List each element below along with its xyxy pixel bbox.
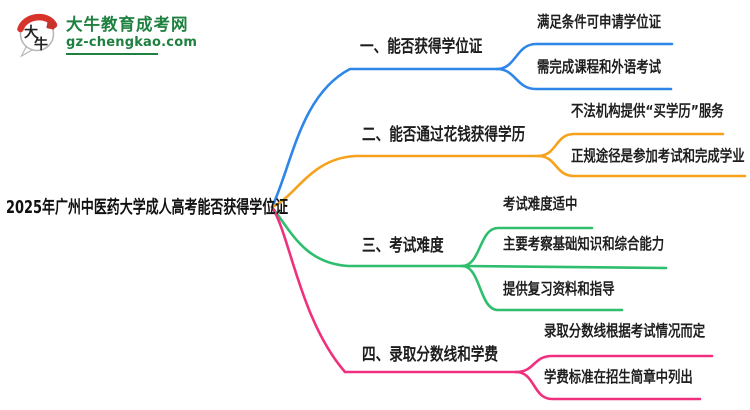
branch-3-child-1-curve <box>460 226 594 268</box>
branch-2-curve <box>270 154 540 209</box>
site-logo: 大 牛 大牛教育成考网 gz-chengkao.com <box>16 8 197 60</box>
branch-4-child-1: 录取分数线根据考试情况而定 <box>544 322 706 340</box>
branch-2-child-2: 正规途径是参加考试和完成学业 <box>571 147 745 165</box>
svg-text:大: 大 <box>24 24 38 41</box>
branch-1-title: 一、能否获得学位证 <box>360 37 483 57</box>
branch-3-child-2: 主要考察基础知识和综合能力 <box>503 235 665 253</box>
branch-4-child-2-curve <box>514 370 702 401</box>
danniu-bull-badge-icon: 大 牛 <box>17 14 58 58</box>
branch-3-child-3: 提供复习资料和指导 <box>503 280 615 298</box>
mindmap-root-node: 2025年广州中医药大学成人高考能否获得学位证 <box>6 198 289 218</box>
logo-underline-divider <box>66 52 158 55</box>
branch-3-child-2-curve <box>460 264 668 270</box>
branch-3-title: 三、考试难度 <box>362 236 444 256</box>
branch-4-curve <box>270 205 518 374</box>
site-name: 大牛教育成考网 <box>66 15 189 34</box>
branch-2-child-1: 不法机构提供“买学历”服务 <box>571 102 724 120</box>
branch-1-child-1: 满足条件可申请学位证 <box>537 13 662 31</box>
logo-text-block: 大牛教育成考网 gz-chengkao.com <box>66 8 197 55</box>
branch-1-child-2-curve <box>495 67 673 91</box>
branch-4-child-2: 学费标准在招生简章中列出 <box>544 368 693 386</box>
branch-3-curve <box>270 205 464 268</box>
branch-1-child-2: 需完成课程和外语考试 <box>537 58 662 76</box>
branch-2-child-1-curve <box>536 132 725 158</box>
branch-3-child-1: 考试难度适中 <box>503 195 578 213</box>
branch-1-curve <box>270 67 499 209</box>
branch-2-child-2-curve <box>536 154 747 178</box>
branch-1-child-1-curve <box>495 42 674 71</box>
branch-2-title: 二、能否通过花钱获得学历 <box>362 125 526 145</box>
site-domain: gz-chengkao.com <box>66 34 198 50</box>
branch-3-child-3-curve <box>460 264 624 312</box>
svg-text:牛: 牛 <box>34 36 48 53</box>
branch-4-title: 四、录取分数线和学费 <box>362 345 498 365</box>
branch-4-child-1-curve <box>514 354 714 374</box>
